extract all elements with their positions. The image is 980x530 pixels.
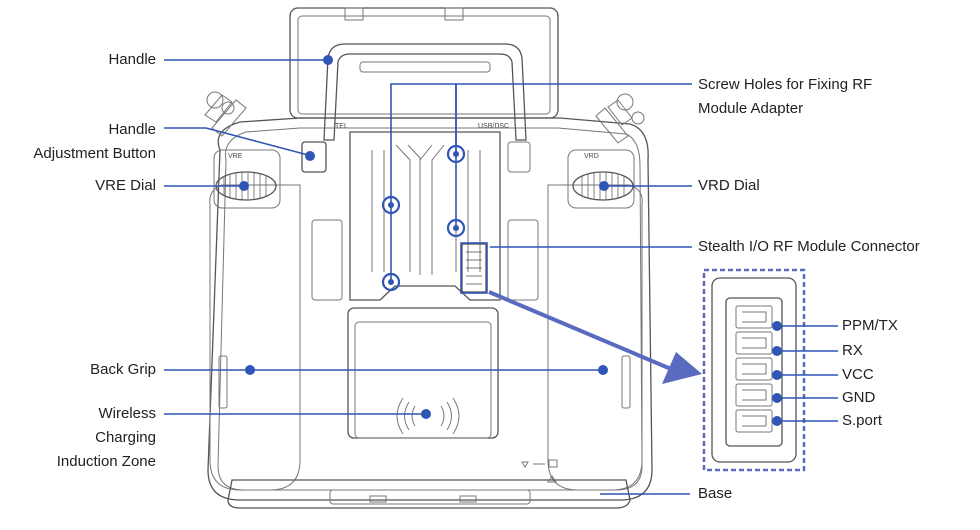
screw-hole-1-center (453, 151, 459, 157)
label-wireless-line1: Wireless (98, 405, 156, 422)
label-wireless-line3: Induction Zone (56, 453, 156, 470)
wireless-marker (421, 409, 431, 419)
label-screw-holes-line2: Module Adapter (698, 100, 804, 117)
label-back-grip: Back Grip (90, 361, 156, 378)
usb-mark: USB/DSC (478, 123, 509, 130)
handle-marker (323, 55, 333, 65)
connector-detail (702, 268, 838, 472)
pin-marker-sport (772, 416, 782, 426)
pin-label-gnd: GND (842, 389, 876, 406)
screw-hole-2 (381, 195, 401, 215)
screw-hole-2-center (388, 202, 394, 208)
vre-mark: VRE (228, 153, 243, 160)
pin-marker-rx (772, 346, 782, 356)
pin-marker-vcc (772, 370, 782, 380)
screw-hole-4-center (388, 279, 394, 285)
label-handle-adjust-line1: Handle (108, 121, 156, 138)
label-vrd-dial: VRD Dial (698, 177, 760, 194)
vrd-mark: VRD (584, 153, 599, 160)
vre-marker (239, 181, 249, 191)
label-base: Base (698, 485, 733, 502)
label-handle: Handle (108, 51, 156, 68)
tel-mark: TEL (335, 123, 348, 130)
vrd-marker (599, 181, 609, 191)
pin-marker-gnd (772, 393, 782, 403)
handle-adjust-marker (305, 151, 315, 161)
screw-leader-right (455, 83, 692, 226)
screw-hole-4 (381, 272, 401, 292)
screw-leader-left (390, 83, 456, 280)
back-grip-marker-right (598, 365, 608, 375)
zoom-arrow (488, 290, 702, 384)
detail-dashed-frame (702, 268, 806, 472)
pin-label-vcc: VCC (842, 366, 874, 383)
label-stealth-connector: Stealth I/O RF Module Connector (698, 238, 920, 255)
wireless-charging-icon (396, 397, 460, 435)
stealth-highlight (460, 242, 488, 294)
pin-label-ppm: PPM/TX (842, 317, 898, 334)
device-outline (204, 7, 653, 509)
label-vre-dial: VRE Dial (95, 177, 156, 194)
label-handle-adjust-line2: Adjustment Button (33, 145, 156, 162)
screw-hole-3 (446, 218, 466, 238)
pin-label-sport: S.port (842, 412, 883, 429)
pin-label-rx: RX (842, 342, 863, 359)
label-screw-holes-line1: Screw Holes for Fixing RF (698, 76, 873, 93)
handle-adjust-leader-diag (205, 127, 309, 156)
label-wireless-line2: Charging (95, 429, 156, 446)
back-grip-marker-left (245, 365, 255, 375)
screw-hole-1 (446, 144, 466, 164)
pin-marker-ppm (772, 321, 782, 331)
screw-hole-3-center (453, 225, 459, 231)
